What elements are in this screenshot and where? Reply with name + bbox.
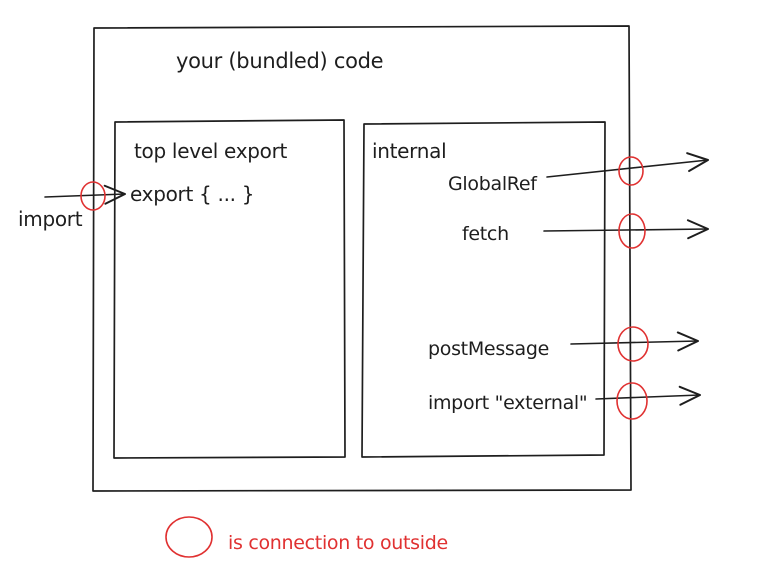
export-statement-label: export { ... }	[130, 182, 254, 206]
fetch-connection-circle-icon	[618, 213, 646, 249]
postmessage-label: postMessage	[428, 338, 549, 360]
import-arrow-label: import	[18, 207, 83, 231]
internal-box	[361, 121, 606, 458]
postmessage-arrow	[570, 331, 699, 352]
import-external-label: import "external"	[428, 392, 587, 414]
legend-circle-icon	[165, 516, 213, 558]
fetch-arrow	[543, 219, 709, 240]
import-connection-circle-icon	[80, 181, 106, 211]
globalref-connection-circle-icon	[618, 156, 644, 186]
top-level-export-box	[113, 119, 346, 459]
fetch-label: fetch	[462, 223, 509, 245]
postmessage-connection-circle-icon	[617, 326, 649, 362]
import-external-connection-circle-icon	[616, 382, 648, 420]
outer-box	[92, 25, 632, 492]
import-external-arrow	[595, 385, 701, 406]
globalref-arrow	[546, 152, 709, 178]
top-level-export-title: top level export	[134, 139, 287, 163]
globalref-label: GlobalRef	[448, 173, 538, 195]
internal-box-title: internal	[372, 139, 446, 163]
import-arrow	[44, 184, 126, 205]
outer-box-label: your (bundled) code	[176, 49, 383, 73]
legend-text: is connection to outside	[228, 532, 448, 554]
